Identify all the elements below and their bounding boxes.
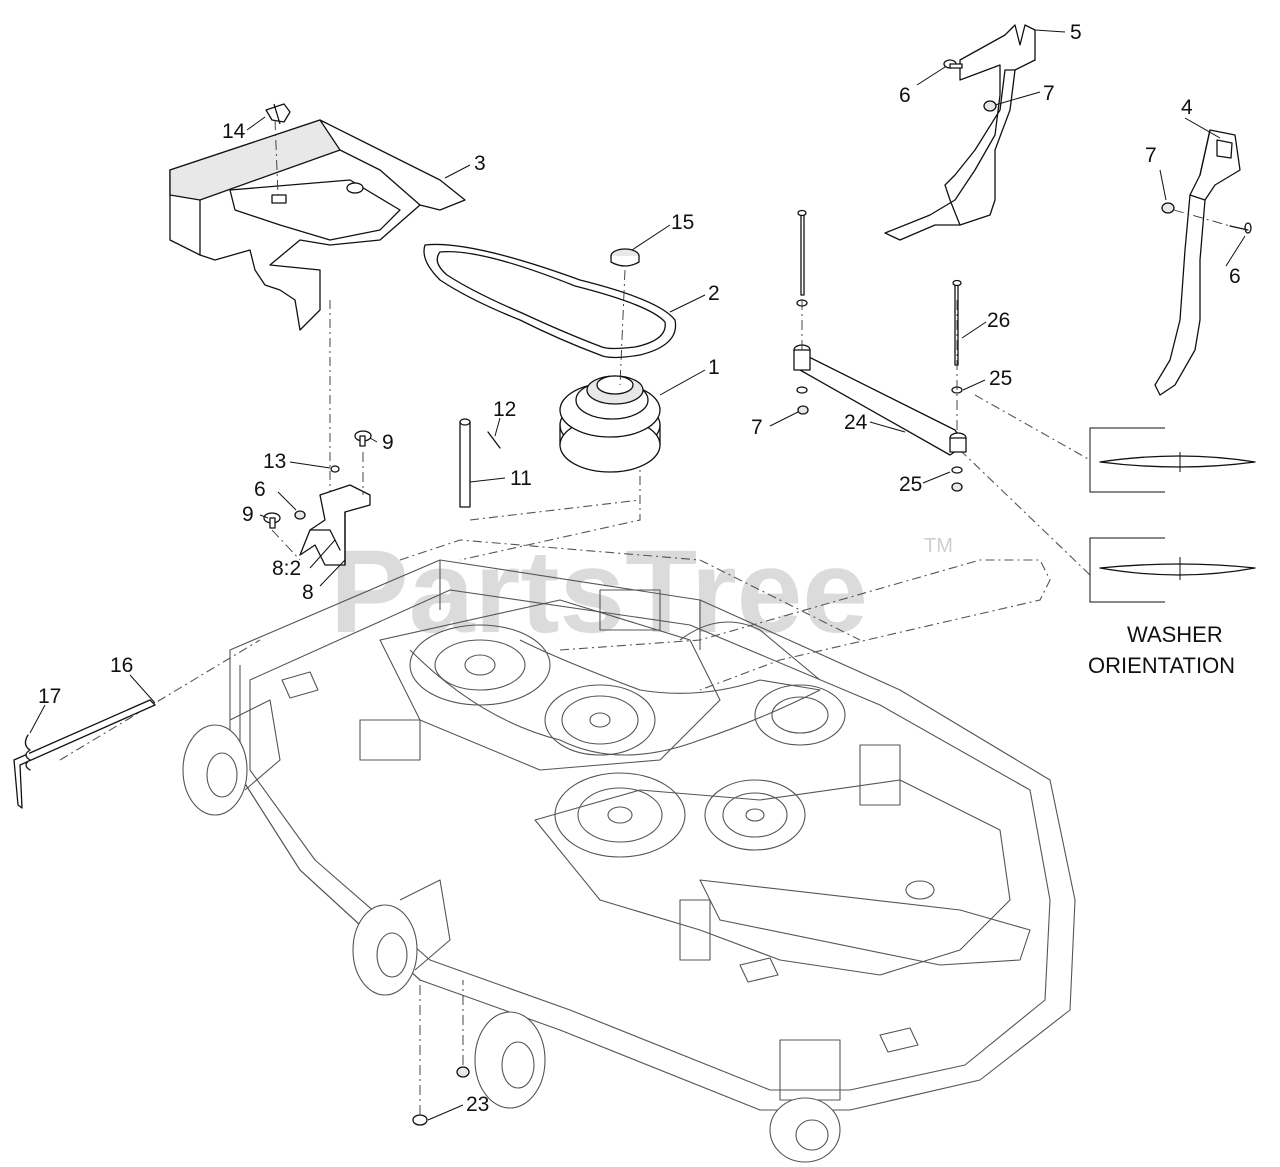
pulley-cap [610, 248, 640, 267]
watermark-text: PartsTree [330, 526, 868, 658]
rod-clip [24, 734, 31, 771]
callout-3: 3 [474, 152, 486, 175]
callout-23: 23 [466, 1093, 489, 1116]
watermark-trademark: TM [924, 535, 953, 557]
callout-8: 8 [302, 581, 314, 604]
callout-12: 12 [493, 398, 516, 421]
callout-2: 2 [708, 282, 720, 305]
washer-orientation-detail-bottom [1089, 537, 1256, 603]
note-line-2: ORIENTATION [1088, 653, 1235, 678]
washer-orientation-detail-top [1089, 427, 1256, 493]
callout-8-2: 8:2 [272, 557, 301, 580]
callout-25-bottom: 25 [899, 473, 922, 496]
deck-hardware [412, 980, 470, 1126]
callout-24: 24 [844, 411, 868, 434]
caster-wheel-left-rear [182, 699, 281, 816]
pivot-shaft [459, 418, 471, 508]
roll-pin [487, 431, 501, 449]
callout-16: 16 [110, 654, 133, 677]
caster-wheel-right-front [769, 1097, 841, 1163]
callout-9-left: 9 [242, 503, 254, 526]
leader-lines [29, 29, 1246, 1121]
callout-6-top: 6 [899, 84, 911, 107]
v-belt [423, 243, 677, 359]
bracket-assembly [263, 430, 372, 566]
callout-labels: 1 2 3 4 5 6 6 6 7 7 7 8 8:2 9 9 11 12 13… [38, 21, 1241, 1116]
callout-26: 26 [987, 309, 1010, 332]
callout-7-arm: 7 [751, 416, 763, 439]
callout-15: 15 [671, 211, 694, 234]
belt-cover [169, 119, 466, 331]
guard-bracket-5 [884, 24, 1036, 241]
callout-13: 13 [263, 450, 286, 473]
guard-bracket-4 [1154, 129, 1252, 396]
hanger-rod [13, 699, 156, 809]
caster-wheel-left-front [352, 879, 451, 996]
callout-14: 14 [222, 120, 246, 143]
mower-deck [59, 300, 1091, 1163]
callout-9-top: 9 [382, 431, 394, 454]
callout-5: 5 [1070, 21, 1082, 44]
note-line-1: WASHER [1127, 622, 1223, 647]
arm-bolt-right [951, 279, 963, 492]
cover-knob [265, 103, 291, 125]
idler-pulley [559, 375, 661, 473]
idler-arm [793, 344, 967, 456]
callout-25-top: 25 [989, 367, 1012, 390]
caster-wheel-center-front [474, 1011, 546, 1109]
arm-bolt-left [796, 209, 809, 415]
callout-4: 4 [1181, 96, 1193, 119]
callout-11: 11 [510, 467, 532, 490]
callout-7-right: 7 [1145, 144, 1157, 167]
callout-6-left: 6 [254, 478, 266, 501]
callout-1: 1 [708, 356, 720, 379]
callout-7-top: 7 [1043, 82, 1055, 105]
callout-6-right: 6 [1229, 265, 1241, 288]
callout-17: 17 [38, 685, 61, 708]
